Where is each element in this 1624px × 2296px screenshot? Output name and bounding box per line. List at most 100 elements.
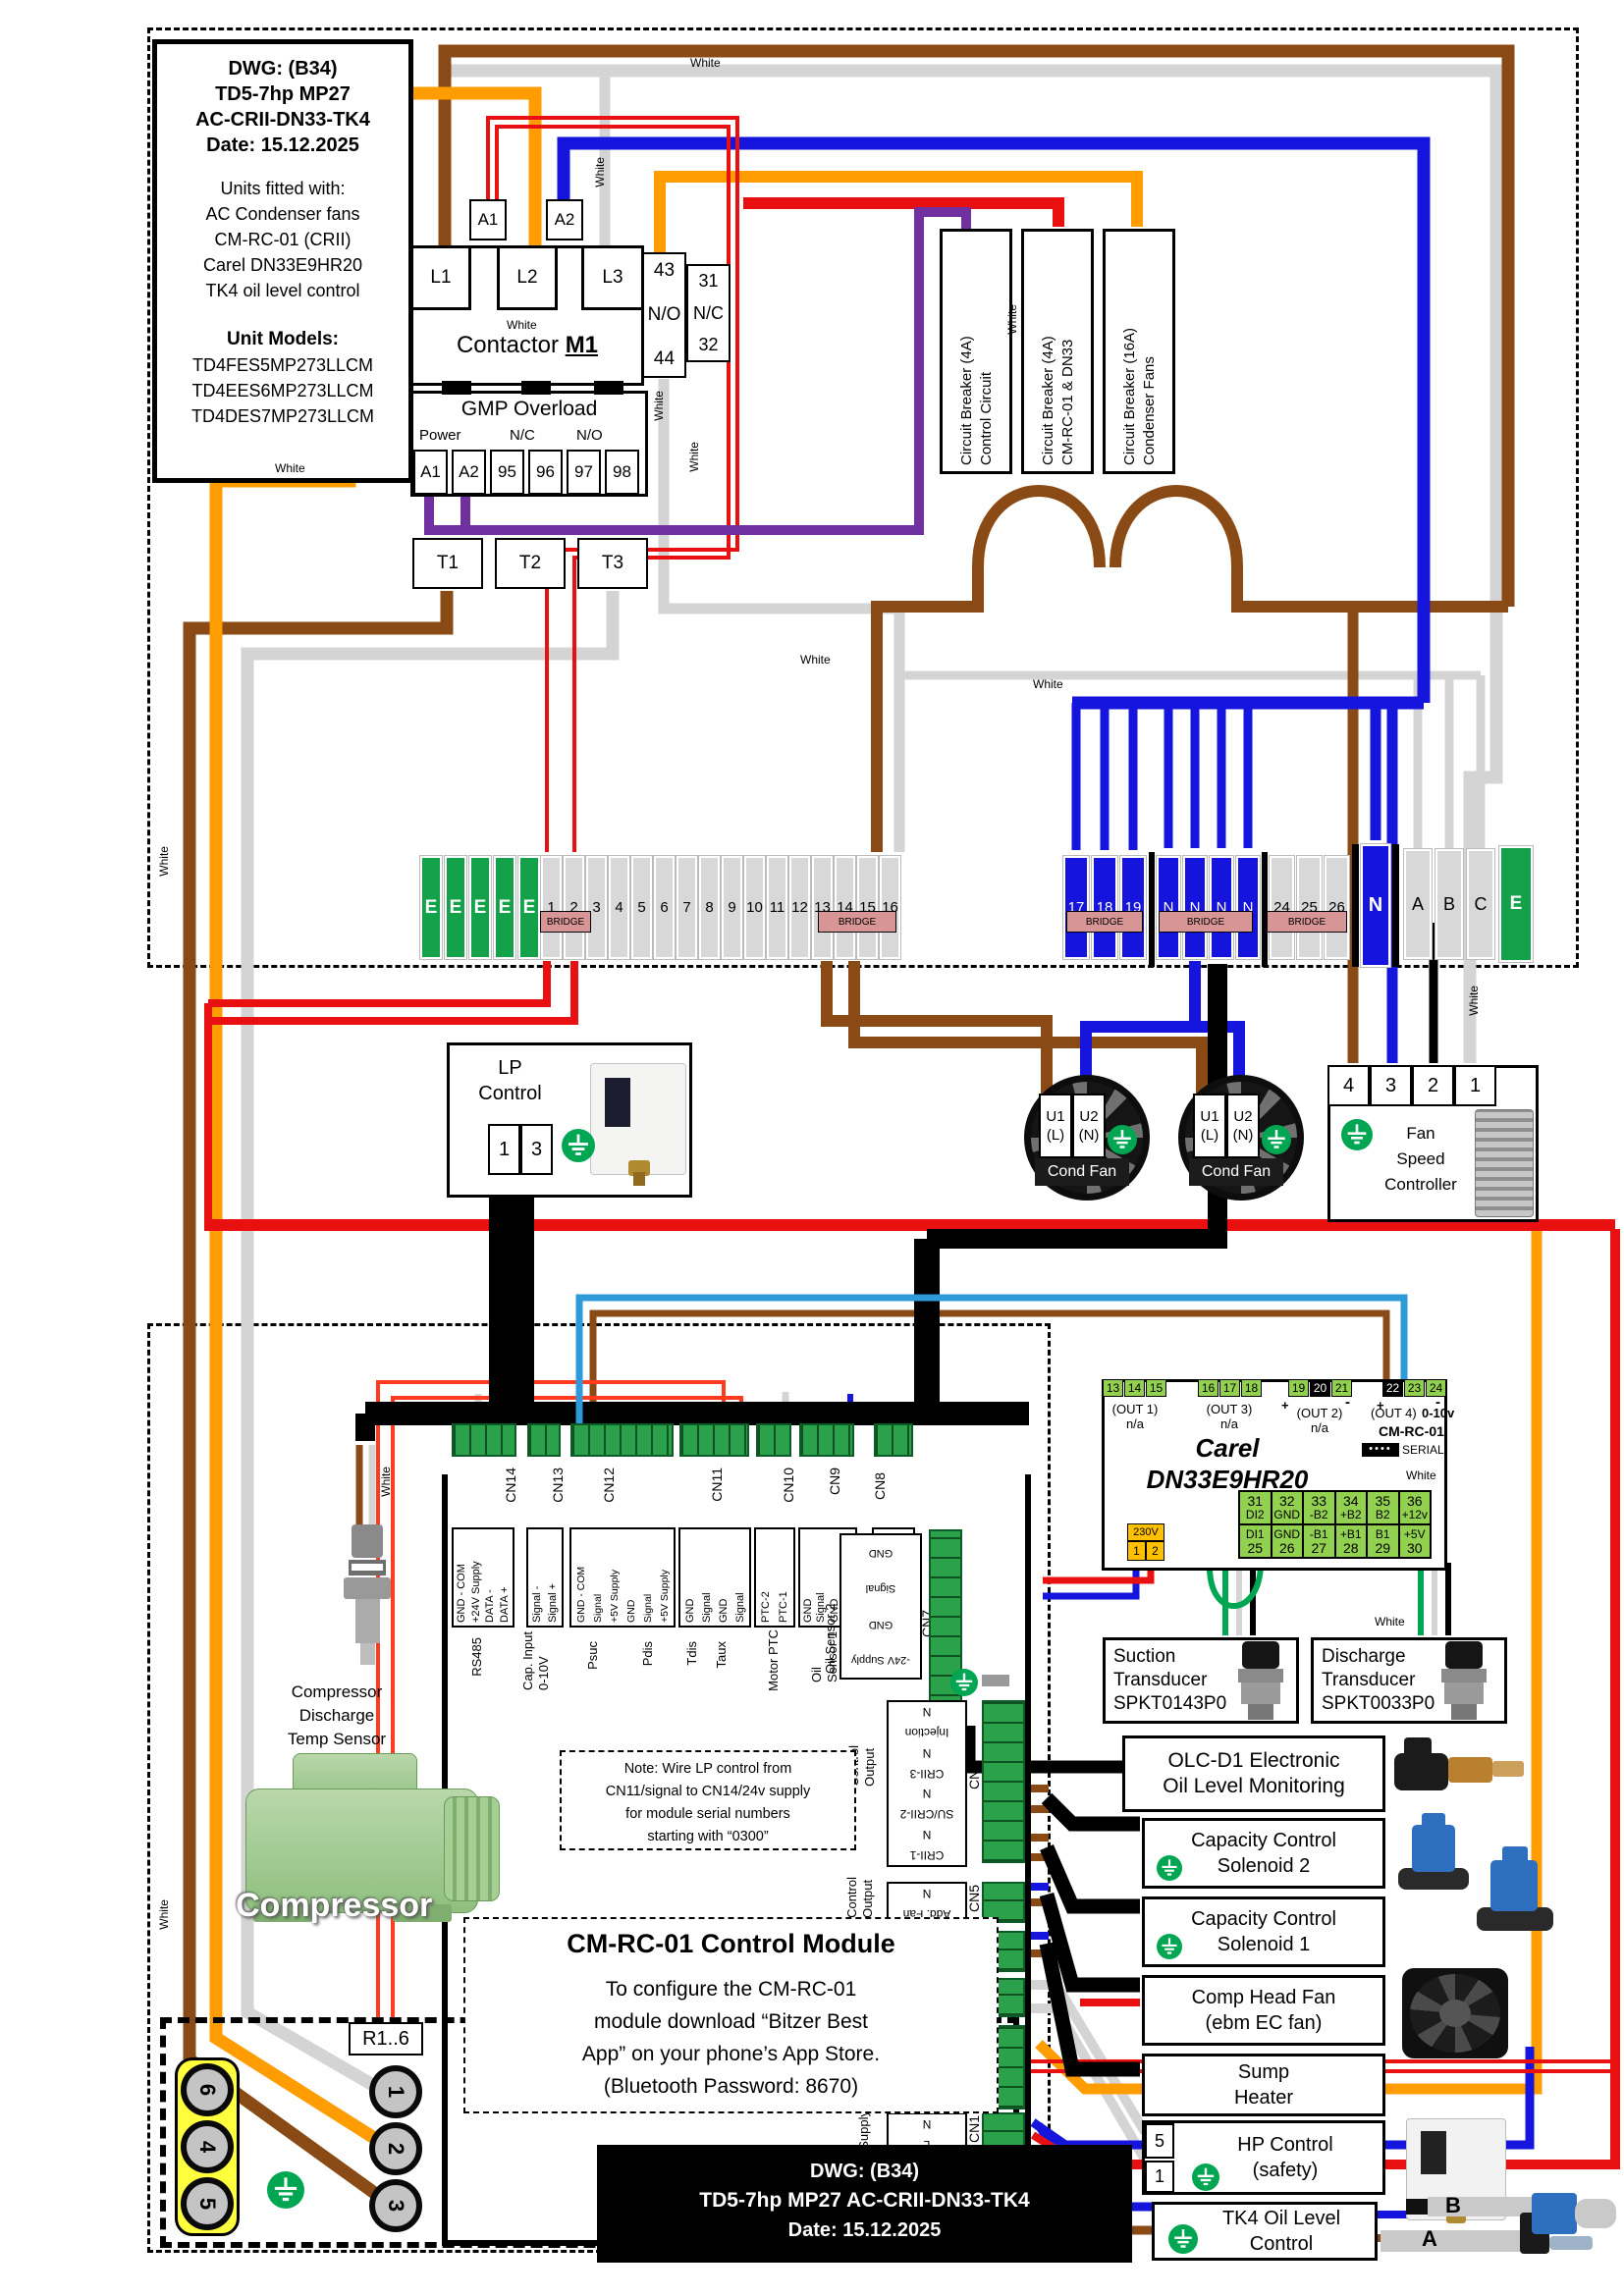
models-heading: Unit Models: xyxy=(227,329,339,349)
l: SPKT0033P0 xyxy=(1322,1693,1435,1714)
carel-terminal: 18 xyxy=(1241,1379,1262,1397)
terminal-phase: C xyxy=(1466,848,1495,960)
group-tdis: Tdis xyxy=(684,1641,699,1666)
terminal: 24 xyxy=(1269,855,1295,960)
u1: U1 xyxy=(1200,1108,1219,1125)
earth-icon xyxy=(1192,2163,1219,2196)
cn6-label: CN6 xyxy=(966,1762,982,1790)
l: Transducer xyxy=(1113,1670,1208,1690)
connector-cn10 xyxy=(756,1423,791,1457)
pin-label: CRII-3 xyxy=(909,1766,945,1781)
pin-label: N xyxy=(922,1745,932,1760)
l: TK4 Oil Level xyxy=(1221,2208,1341,2229)
pin-num: 4 xyxy=(195,2140,220,2154)
group-pdis: Pdis xyxy=(640,1641,655,1667)
footer-l3: Date: 15.12.2025 xyxy=(787,2219,942,2241)
terminal-phase: B xyxy=(1435,848,1464,960)
carel-grid-cell: 33-B2 xyxy=(1302,1490,1336,1525)
note-line: starting with “0300” xyxy=(647,1829,769,1844)
aux-43: 43 xyxy=(653,260,676,281)
module-right-edge xyxy=(1025,1474,1031,2246)
terminal-e2: E xyxy=(1498,845,1534,963)
g: Control xyxy=(844,1877,859,1918)
top-section-border xyxy=(147,27,1579,968)
contactor-name-text: Contactor xyxy=(456,332,566,358)
fsc-l1: Fan xyxy=(1406,1124,1435,1143)
circuit-breaker: Circuit Breaker (16A) Condenser Fans xyxy=(1103,229,1175,474)
pin-label: PTC-1 xyxy=(778,1591,789,1623)
motor-terminal: T1 xyxy=(412,538,483,589)
serial-label: SERIAL xyxy=(1402,1443,1444,1457)
pin-label: GND xyxy=(717,1598,730,1623)
olc-photo xyxy=(1394,1735,1532,1804)
breaker-purpose: Condenser Fans xyxy=(1140,356,1158,465)
terminal: 2 xyxy=(563,855,585,960)
comp-head-fan: Comp Head Fan (ebm EC fan) xyxy=(1142,1975,1385,2046)
pin-label: Signal xyxy=(700,1592,713,1623)
group-rs485: RS485 xyxy=(469,1637,484,1677)
l: Sump xyxy=(1237,2061,1290,2083)
sensor-l1: Compressor xyxy=(291,1682,383,1701)
contactor-link-bar xyxy=(442,381,471,395)
pin-label: Signal - xyxy=(531,1585,543,1623)
num: 26 xyxy=(1278,1540,1295,1556)
capacity-solenoid-1: Capacity Control Solenoid 1 xyxy=(1142,1896,1385,1967)
carel-terminal: 17 xyxy=(1219,1379,1240,1397)
out4-label: (OUT 4) xyxy=(1371,1406,1417,1420)
v230-terminal: 2 xyxy=(1146,1541,1164,1561)
connector-cn14 xyxy=(452,1423,516,1457)
aux-44: 44 xyxy=(653,348,676,369)
terminal: 15 xyxy=(856,855,879,960)
white-label: White xyxy=(1005,304,1019,335)
cond-fan-text: Cond Fan xyxy=(1047,1163,1117,1180)
pin-label: Signal xyxy=(591,1593,604,1623)
note-line: To configure the CM-RC-01 xyxy=(605,1978,857,2001)
l: Comp Head Fan xyxy=(1191,1987,1336,2008)
earth-icon xyxy=(562,1129,595,1167)
white-label: White xyxy=(1467,986,1481,1016)
cable-b xyxy=(1428,2197,1534,2216)
fitted-item: TK4 oil level control xyxy=(205,281,360,300)
carel-terminal: 15 xyxy=(1146,1379,1166,1397)
fsc-terminal: 2 xyxy=(1412,1065,1454,1106)
out4-plus: + xyxy=(1377,1398,1384,1413)
gmp-no-label: N/O xyxy=(576,427,603,444)
breaker-rating: Circuit Breaker (16A) xyxy=(1120,327,1138,465)
earth-icon xyxy=(1262,1125,1291,1159)
connector-cn13 xyxy=(527,1423,561,1457)
l: Solenoid 2 xyxy=(1217,1855,1311,1877)
note-line: Note: Wire LP control from xyxy=(623,1761,792,1777)
pin-label: N xyxy=(922,1705,932,1720)
bridge-label: BRIDGE xyxy=(1066,911,1143,933)
l: OLC-D1 Electronic xyxy=(1167,1749,1340,1772)
terminal-e: E xyxy=(517,855,541,960)
pin-label: PTC-2 xyxy=(760,1591,772,1623)
num: 29 xyxy=(1375,1540,1391,1556)
dwg-config: AC-CRII-DN33-TK4 xyxy=(195,109,370,131)
wires-purple xyxy=(424,207,971,535)
out4-cmrc: CM-RC-01 xyxy=(1379,1423,1444,1439)
contactor-l1: L1 xyxy=(410,245,471,310)
motor-pin: 4 xyxy=(181,2120,234,2173)
white-label: White xyxy=(800,653,831,667)
out2-plus: + xyxy=(1281,1398,1289,1413)
terminal-e: E xyxy=(468,855,492,960)
contactor-coil-a2: A2 xyxy=(546,199,583,240)
dwg-number: DWG: (B34) xyxy=(228,58,338,80)
breaker-rating: Circuit Breaker (4A) xyxy=(957,336,975,465)
motor-pin: 2 xyxy=(369,2122,422,2175)
fitted-item: CM-RC-01 (CRII) xyxy=(214,230,352,249)
gmp-terminal: A2 xyxy=(452,450,486,495)
a2-label: A2 xyxy=(554,210,575,229)
pin-label: Signal xyxy=(865,1582,896,1595)
gmp-terminal: 97 xyxy=(567,450,601,495)
out2-label: (OUT 2)n/a xyxy=(1286,1406,1353,1435)
